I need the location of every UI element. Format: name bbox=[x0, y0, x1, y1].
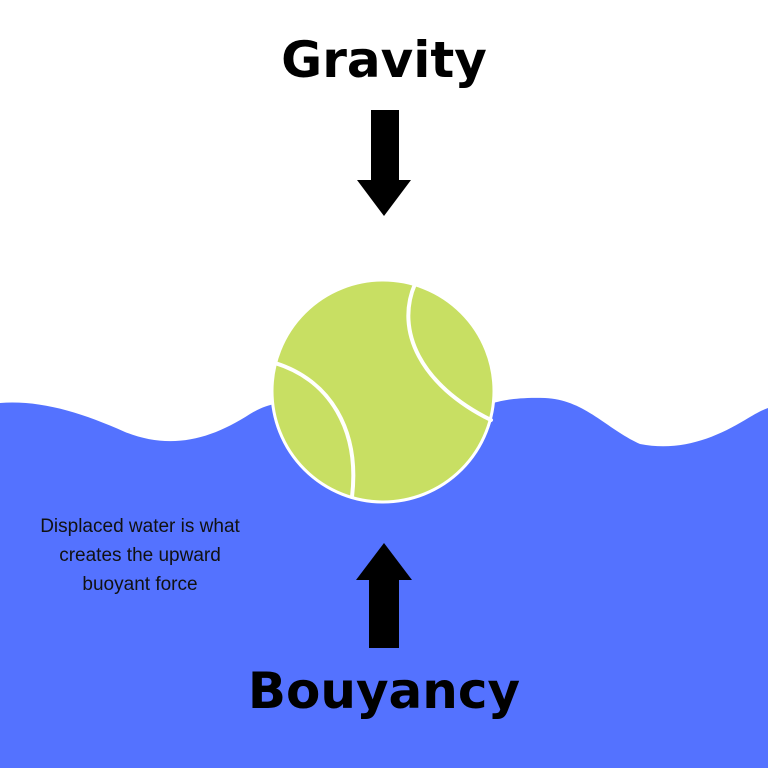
note-line: buoyant force bbox=[82, 574, 198, 595]
buoyancy-label: Bouyancy bbox=[248, 662, 520, 720]
gravity-label: Gravity bbox=[281, 31, 487, 89]
displaced-water-note: Displaced water is what creates the upwa… bbox=[20, 512, 260, 599]
note-line: Displaced water is what bbox=[40, 516, 240, 537]
arrow-up-icon bbox=[356, 543, 412, 648]
note-line: creates the upward bbox=[59, 545, 221, 566]
tennis-ball-icon bbox=[270, 278, 496, 504]
arrow-down-icon bbox=[357, 110, 411, 216]
